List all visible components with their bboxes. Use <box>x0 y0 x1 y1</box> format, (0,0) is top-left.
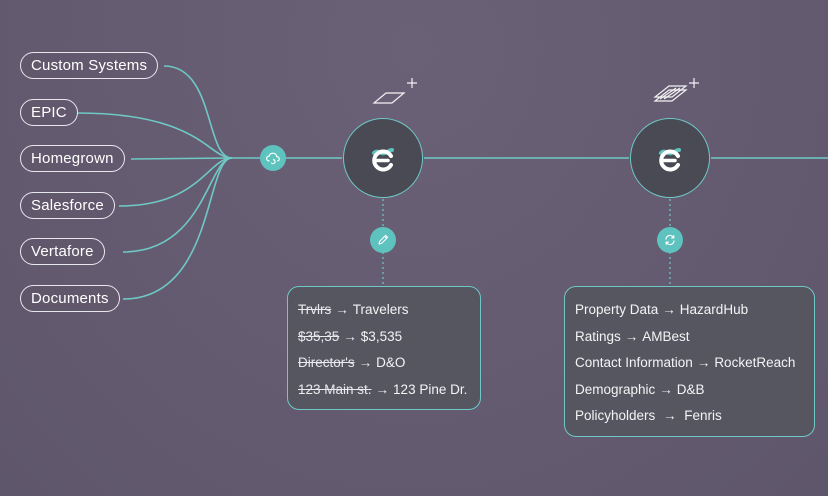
original-value: $35,35 <box>298 328 340 344</box>
plus-icon-1 <box>407 78 417 88</box>
plus-icon-2 <box>689 78 699 88</box>
source-homegrown[interactable]: Homegrown <box>20 145 125 172</box>
arrow: → <box>375 381 390 397</box>
arrow: → <box>696 355 711 370</box>
data-type: Property Data <box>575 302 659 317</box>
arrow: → <box>335 302 349 317</box>
source-label: Vertafore <box>31 243 94 260</box>
original-value: Trvlrs <box>298 302 332 317</box>
provider: HazardHub <box>679 302 749 317</box>
logo-icon <box>372 148 394 172</box>
source-epic[interactable]: EPIC <box>20 99 78 126</box>
connector-salesforce <box>118 157 233 207</box>
connector-custom-systems <box>163 65 233 159</box>
provider: AMBest <box>642 328 690 344</box>
provider: RocketReach <box>714 355 796 370</box>
data-type: Ratings <box>575 328 621 344</box>
enrichment-card: Property Data→HazardHub Ratings→AMBest C… <box>564 286 815 437</box>
processing-node-cleaning[interactable] <box>343 118 423 198</box>
cleaned-value: $3,535 <box>360 328 403 344</box>
source-label: Homegrown <box>31 150 114 167</box>
connector-epic <box>76 112 233 159</box>
cloud-sync-icon <box>265 152 280 165</box>
original-value: Director's <box>298 355 355 370</box>
cleaning-row: Trvlrs→Travelers <box>298 297 480 324</box>
provider: Fenris <box>680 408 722 423</box>
arrow: → <box>659 381 673 397</box>
source-custom-systems[interactable]: Custom Systems <box>20 52 159 79</box>
arrow: → <box>663 408 677 423</box>
enrich-node[interactable] <box>657 227 683 253</box>
cleaned-value: D&O <box>376 355 406 370</box>
arrow: → <box>358 355 373 370</box>
logo-icon <box>659 148 681 172</box>
source-vertafore[interactable]: Vertafore <box>20 238 105 265</box>
provider: D&B <box>676 381 705 397</box>
cleaning-row: Director's→D&O <box>298 350 480 377</box>
processing-node-enrichment[interactable] <box>630 118 710 198</box>
source-salesforce[interactable]: Salesforce <box>20 192 115 219</box>
pencil-icon <box>378 234 389 245</box>
connector-documents <box>122 157 233 300</box>
cleaned-value: Travelers <box>352 302 409 317</box>
source-documents[interactable]: Documents <box>20 285 120 312</box>
enrichment-row: Demographic→D&B <box>575 377 814 404</box>
original-value: 123 Main st. <box>298 381 372 397</box>
cleaned-value: 123 Pine Dr. <box>393 381 468 397</box>
clean-node[interactable] <box>370 227 396 253</box>
ingest-node[interactable] <box>260 145 286 171</box>
layers-plus-icon <box>653 85 688 102</box>
cleaning-row: $35,35→$3,535 <box>298 324 480 351</box>
source-label: Custom Systems <box>31 57 148 74</box>
cleaning-card: Trvlrs→Travelers $35,35→$3,535 Director'… <box>287 286 481 410</box>
arrow: → <box>662 302 676 317</box>
enrichment-row: Ratings→AMBest <box>575 324 814 351</box>
arrow: → <box>624 328 639 344</box>
source-label: Salesforce <box>31 197 104 214</box>
enrichment-row: Contact Information→RocketReach <box>575 350 814 377</box>
layer-plus-icon <box>372 92 406 104</box>
cleaning-row: 123 Main st.→123 Pine Dr. <box>298 377 480 404</box>
source-label: EPIC <box>31 104 67 121</box>
refresh-icon <box>665 234 675 246</box>
enrichment-row: Policyholders → Fenris <box>575 403 814 430</box>
connector-homegrown <box>130 157 233 160</box>
data-type: Demographic <box>575 381 656 397</box>
enrichment-row: Property Data→HazardHub <box>575 297 814 324</box>
data-type: Contact Information <box>575 355 693 370</box>
arrow: → <box>343 328 357 344</box>
source-label: Documents <box>31 290 109 307</box>
data-type: Policyholders <box>575 408 660 423</box>
